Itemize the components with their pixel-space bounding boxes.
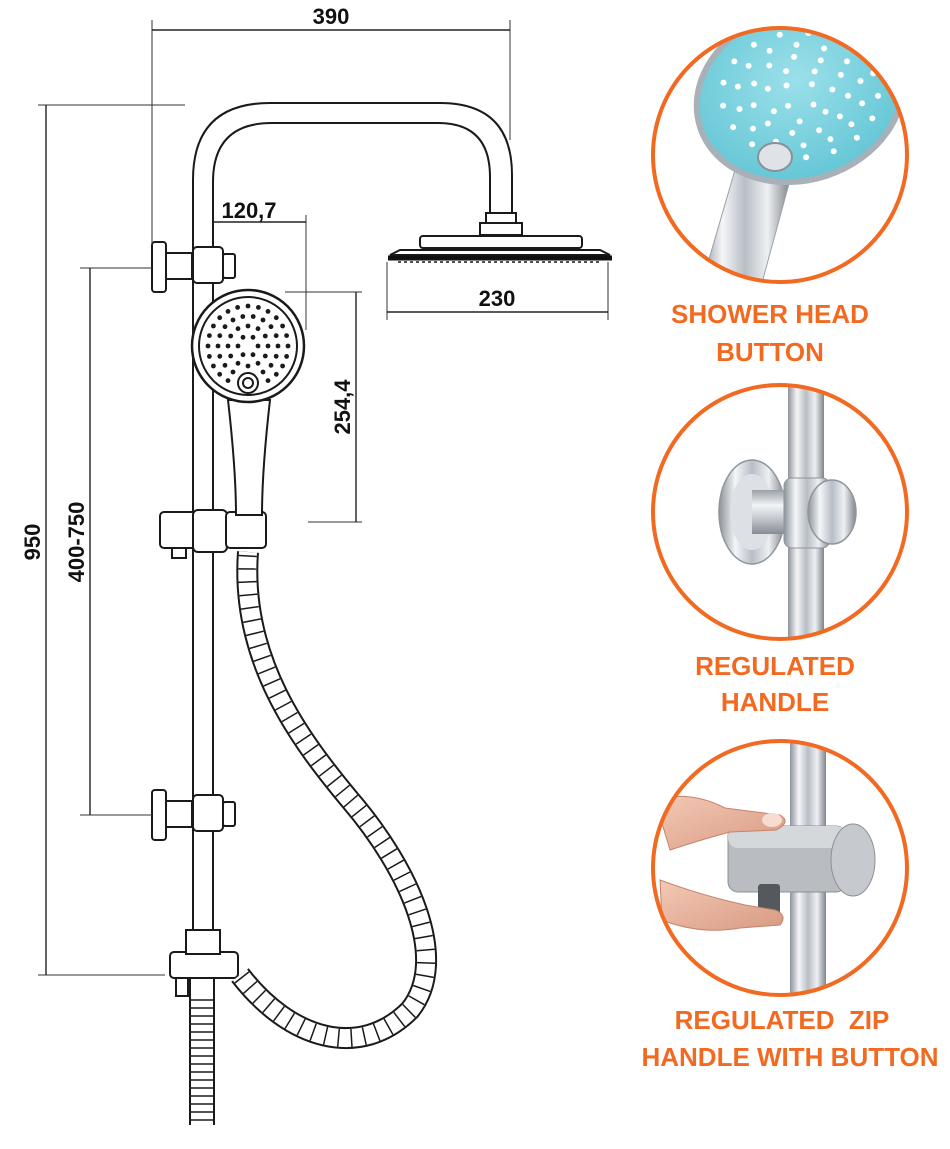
diverter-inlet <box>169 929 239 1125</box>
shower-head-button-photo <box>653 28 907 282</box>
zip-handle-photo <box>653 741 907 995</box>
dim-handset-height: 254,4 <box>330 379 355 435</box>
inlet-hose <box>190 999 214 1121</box>
dim-total-height: 950 <box>20 524 45 561</box>
lower-wall-bracket <box>151 789 236 841</box>
caption-regulated-handle-line2: HANDLE <box>721 687 829 717</box>
dim-head-diameter: 230 <box>479 286 516 311</box>
captions: SHOWER HEAD BUTTON REGULATED HANDLE REGU… <box>641 299 938 1072</box>
dim-arm-width: 390 <box>313 4 350 29</box>
dimension-lines <box>38 20 609 976</box>
overhead-arm <box>192 102 523 236</box>
upper-wall-bracket <box>151 241 236 293</box>
caption-shower-head-line1: SHOWER HEAD <box>671 299 869 329</box>
callout-regulated-handle <box>651 383 909 641</box>
technical-drawing <box>151 102 612 1125</box>
flexible-hose <box>231 551 437 1050</box>
callout-ring <box>651 739 909 997</box>
slider-holder <box>159 509 267 559</box>
regulated-handle-photo <box>653 385 907 639</box>
callout-zip-handle <box>651 739 909 997</box>
callout-shower-head-button <box>651 26 909 284</box>
dim-bracket-spacing: 400-750 <box>64 502 89 583</box>
caption-shower-head-line2: BUTTON <box>716 337 824 367</box>
dimension-labels: 390 120,7 230 254,4 950 400-750 <box>20 4 515 582</box>
dim-arm-offset: 120,7 <box>221 198 276 223</box>
caption-zip-handle-line1: REGULATED ZIP <box>675 1005 890 1035</box>
callout-ring <box>651 383 909 641</box>
caption-zip-handle-line2: HANDLE WITH BUTTON <box>641 1042 938 1072</box>
callout-ring <box>651 26 909 284</box>
caption-regulated-handle-line1: REGULATED <box>695 651 855 681</box>
hand-shower <box>190 288 306 516</box>
overhead-rain-head <box>388 235 612 263</box>
